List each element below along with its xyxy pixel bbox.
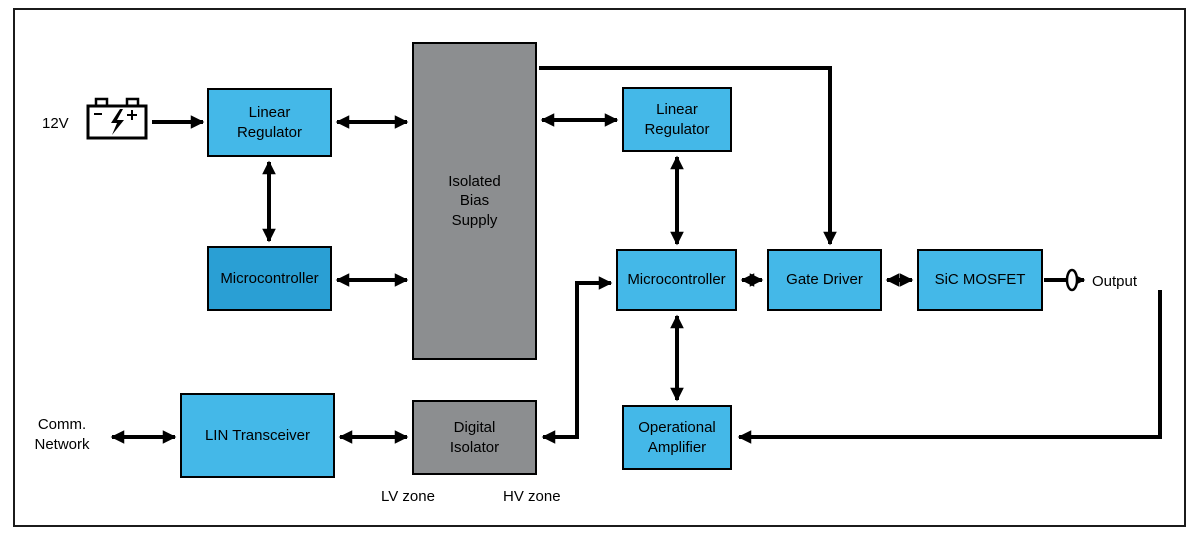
block-label-line: Isolator: [449, 438, 500, 456]
block-label-line: LIN Transceiver: [204, 426, 311, 444]
block-label-line: Supply: [451, 211, 498, 229]
block-label-line: Operational: [638, 419, 716, 436]
comm-network-label-line: Comm.: [37, 416, 87, 433]
block-lin-transceiver: LIN Transceiver: [180, 393, 335, 478]
block-label-line: Amplifier: [647, 438, 707, 456]
block-linear-regulator-hv: Linear Regulator: [622, 87, 732, 152]
output-node-symbol: [1065, 268, 1079, 292]
block-label-line: Linear: [656, 101, 698, 118]
block-label-line: Bias: [459, 192, 490, 210]
diagram-border: [13, 8, 1186, 527]
battery-icon: [86, 97, 148, 140]
block-label-line: Gate Driver: [786, 271, 863, 289]
block-label-line: Digital: [453, 419, 496, 436]
connector-output-feedback-to-op-amp: [737, 290, 1162, 444]
battery-voltage-label: 12V: [42, 115, 69, 132]
block-label-line: Regulator: [644, 120, 710, 138]
connector-bias-supply-to-gate-driver: [539, 66, 837, 246]
block-operational-amplifier: Operational Amplifier: [622, 405, 732, 470]
block-label-line: Microcontroller: [220, 269, 319, 287]
block-gate-driver: Gate Driver: [767, 249, 882, 311]
hv-zone-label: HV zone: [503, 488, 561, 505]
block-microcontroller-lv: Microcontroller: [207, 246, 332, 311]
output-label: Output: [1092, 273, 1138, 290]
comm-network-label-line: Network: [34, 436, 90, 454]
comm-network-label: Comm. Network: [20, 415, 104, 456]
block-label-line: Linear: [248, 104, 291, 121]
lv-zone-label: LV zone: [381, 488, 435, 505]
block-sic-mosfet: SiC MOSFET: [917, 249, 1043, 311]
block-isolated-bias-supply: Isolated Bias Supply: [412, 42, 537, 360]
block-label-line: Microcontroller: [627, 271, 726, 289]
block-label-line: Isolated: [448, 172, 501, 190]
block-digital-isolator: Digital Isolator: [412, 400, 537, 475]
block-linear-regulator-lv: Linear Regulator: [207, 88, 332, 157]
block-label-line: SiC MOSFET: [934, 271, 1026, 289]
block-label-line: Regulator: [236, 123, 303, 141]
connector-digital-isolator-microcontroller-hv: [541, 276, 613, 444]
block-microcontroller-hv: Microcontroller: [616, 249, 737, 311]
